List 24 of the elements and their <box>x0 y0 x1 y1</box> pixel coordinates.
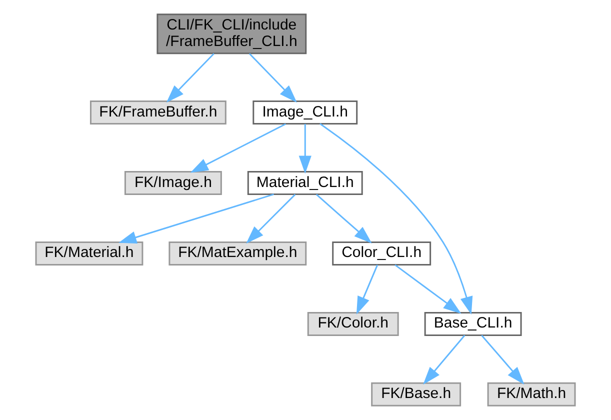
node-box: Image_CLI.h <box>252 100 358 125</box>
node-box: CLI/FK_CLI/include /FrameBuffer_CLI.h <box>156 14 307 54</box>
arrow <box>118 194 274 244</box>
arrow <box>356 264 378 315</box>
node-box: FK/Base.h <box>371 382 462 406</box>
node-box: Base_CLI.h <box>424 312 522 336</box>
node-box: Material_CLI.h <box>247 171 363 195</box>
arrow <box>248 53 297 103</box>
arrow <box>316 194 372 244</box>
node-box: Color_CLI.h <box>332 241 432 266</box>
arrow <box>394 264 462 314</box>
node-box: FK/FrameBuffer.h <box>90 100 226 125</box>
node-box: FK/Image.h <box>124 171 222 195</box>
node-box: FK/MatExample.h <box>168 241 307 266</box>
arrow <box>423 334 466 385</box>
arrow <box>190 123 286 173</box>
node-box: FK/Material.h <box>35 241 144 266</box>
node-box: FK/Color.h <box>307 312 399 336</box>
arrow <box>166 53 214 103</box>
arrow <box>298 124 312 174</box>
arrow <box>481 334 524 385</box>
arrow <box>246 194 296 244</box>
arrow <box>320 123 473 315</box>
node-box: FK/Math.h <box>487 382 576 406</box>
